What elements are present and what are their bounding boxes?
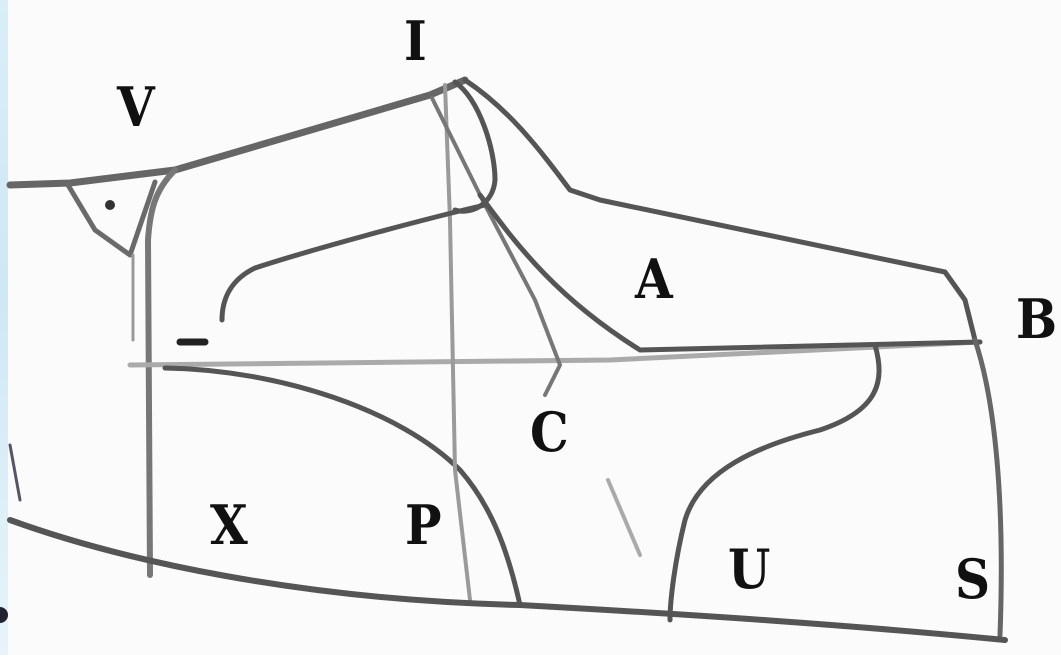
top-left-line bbox=[6, 76, 469, 189]
right-side-curve bbox=[972, 337, 1004, 638]
label-a: A bbox=[635, 247, 673, 311]
a-region-curve bbox=[477, 192, 983, 353]
label-i: I bbox=[404, 9, 427, 73]
left-vertical-frame bbox=[145, 167, 178, 578]
label-s: S bbox=[955, 547, 991, 611]
bottom-left-arc bbox=[8, 443, 22, 502]
label-c: C bbox=[530, 400, 569, 464]
small-triangle bbox=[65, 179, 158, 258]
middle-horizontal bbox=[127, 339, 983, 368]
label-v: V bbox=[117, 75, 155, 139]
label-b: B bbox=[1016, 287, 1058, 351]
triangle-dot bbox=[105, 200, 115, 210]
apex-loop bbox=[452, 79, 498, 214]
apex-right-line bbox=[462, 77, 978, 343]
window-edge-strip bbox=[0, 0, 8, 655]
u-cutout-curve bbox=[667, 342, 882, 623]
lower-curve-left bbox=[162, 365, 523, 608]
arc-to-left-end bbox=[219, 202, 488, 323]
small-diagonal-stroke bbox=[606, 478, 642, 557]
apex-left-line bbox=[430, 96, 562, 397]
bottom-left-blob bbox=[0, 607, 8, 623]
label-x: X bbox=[210, 493, 248, 557]
vertical-p-line bbox=[443, 83, 472, 602]
label-p: P bbox=[405, 493, 442, 557]
label-u: U bbox=[728, 537, 771, 601]
bottom-line bbox=[7, 517, 1008, 643]
